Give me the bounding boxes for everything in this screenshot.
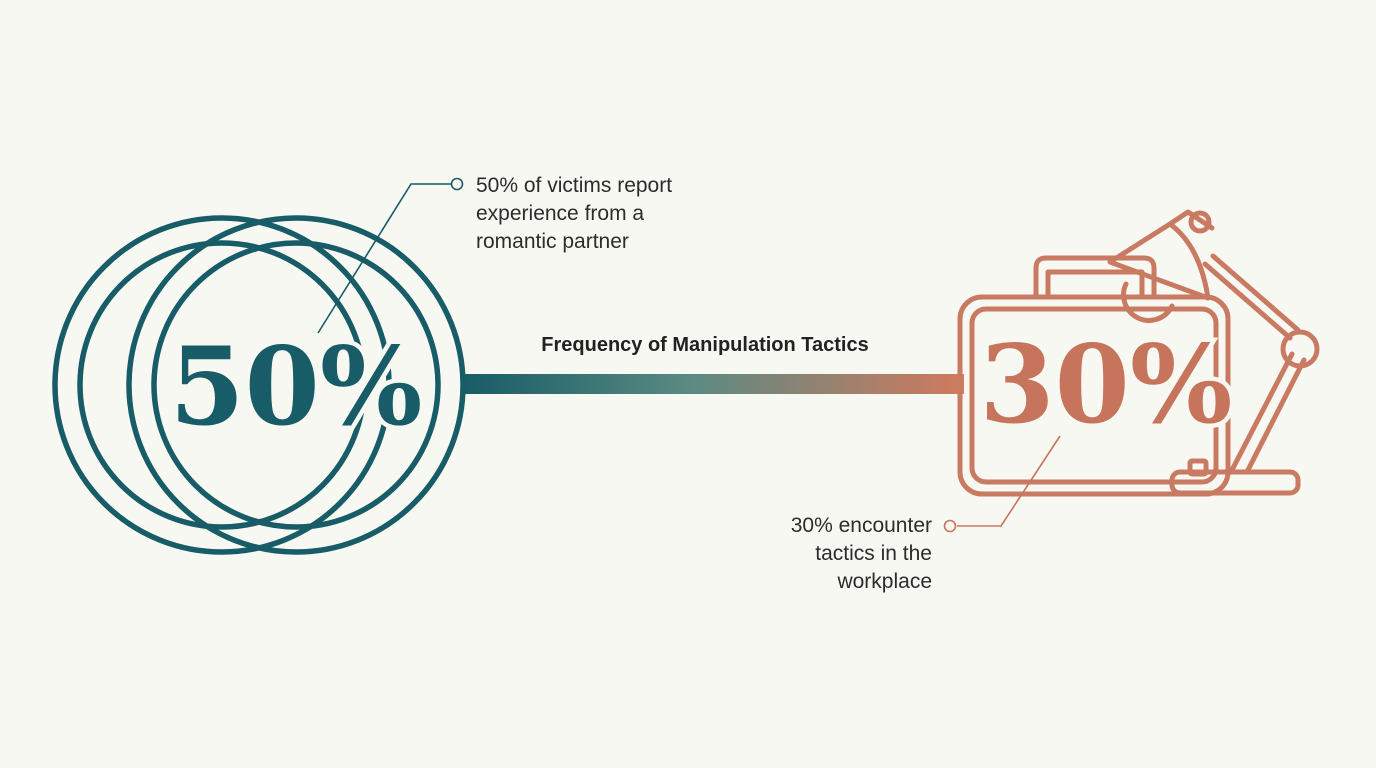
connector-title: Frequency of Manipulation Tactics <box>541 334 869 356</box>
left-callout: 50% of victims report experience from a … <box>476 172 672 256</box>
right-callout: 30% encounter tactics in the workplace <box>732 512 932 596</box>
top-leader-line <box>317 177 464 334</box>
left-callout-line: romantic partner <box>476 230 629 253</box>
briefcase-with-desk-lamp-icon <box>957 209 1320 497</box>
left-callout-line: 50% of victims report <box>476 174 673 197</box>
left-stat: 50% <box>170 324 423 450</box>
bottom-leader-line <box>943 435 1061 533</box>
right-callout-line: tactics in the <box>815 542 932 565</box>
interlocking-rings-icon <box>52 215 466 555</box>
right-callout-line: workplace <box>837 570 932 593</box>
left-callout-line: experience from a <box>476 202 645 225</box>
connector-bar <box>462 374 964 394</box>
right-stat: 30% <box>980 322 1233 448</box>
right-callout-line: 30% encounter <box>790 514 932 537</box>
